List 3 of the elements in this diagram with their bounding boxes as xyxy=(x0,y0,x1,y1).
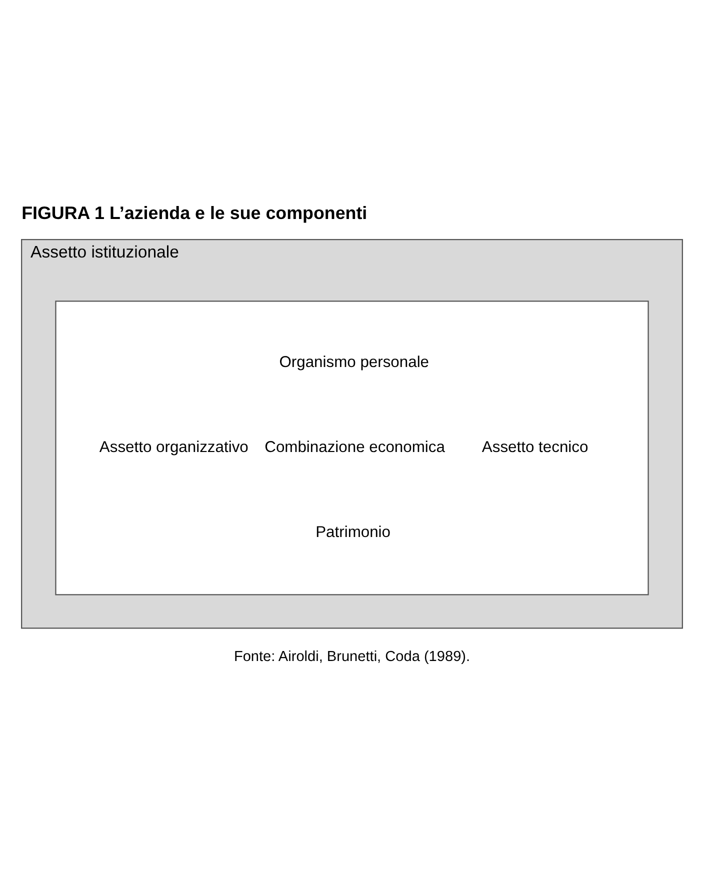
node-box: Organismo personale Assetto organizzativo Combinazione economica Assetto tecnico Patrimonio xyxy=(55,300,649,596)
caption: Fonte: Airoldi, Brunetti, Coda (1989). xyxy=(234,649,470,666)
diagram-title: FIGURA 1 L’azienda e le sue componenti xyxy=(22,203,368,224)
